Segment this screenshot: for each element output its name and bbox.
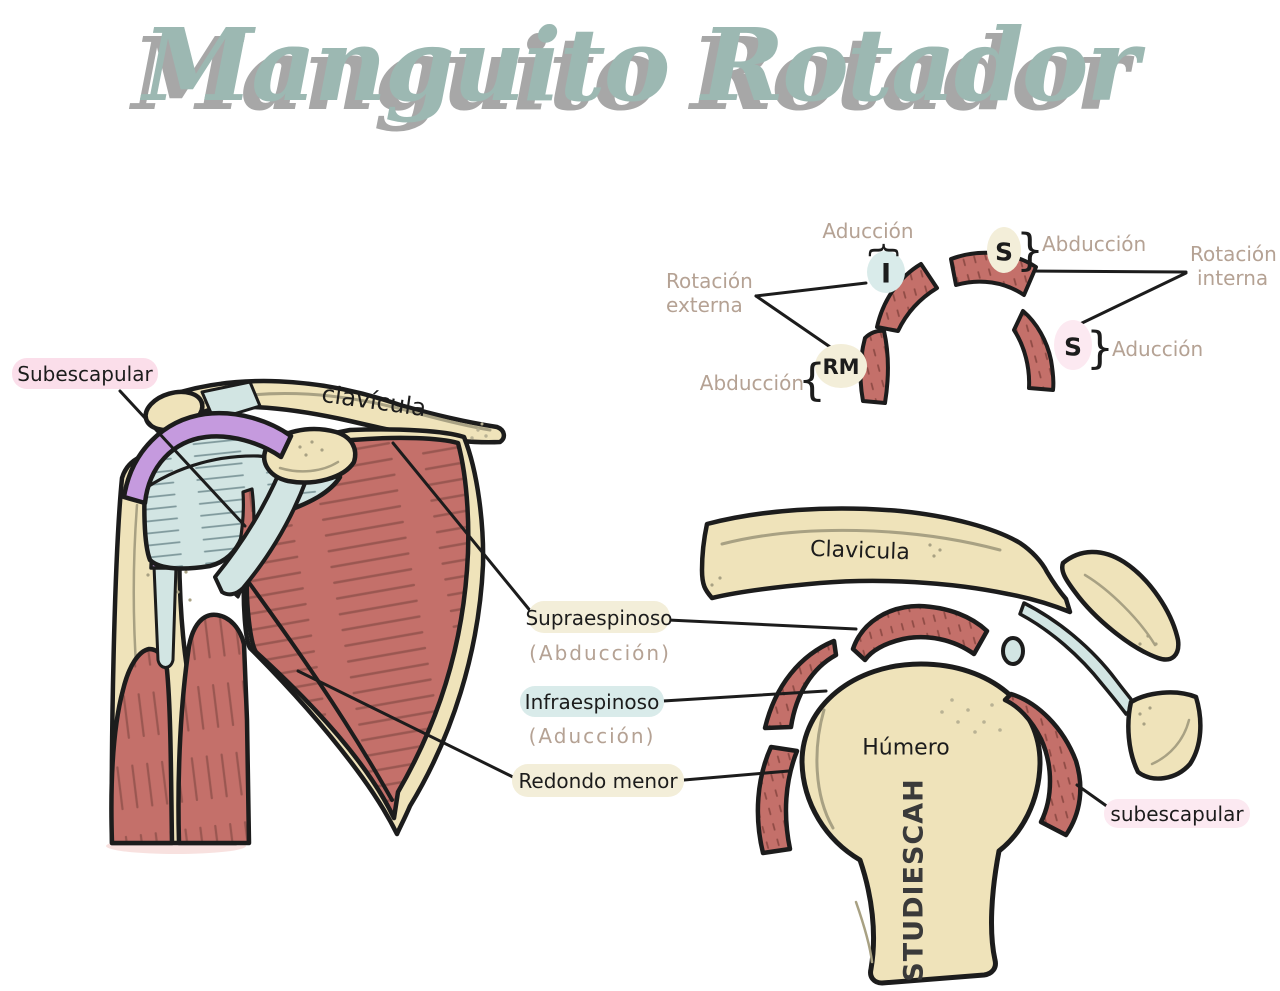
right-supraspinatus-muscle	[850, 603, 990, 663]
brace-up-icon: {	[866, 240, 904, 260]
right-coracoid-speckles	[1138, 706, 1152, 726]
left-biceps-tendon	[152, 564, 178, 669]
connector-supraespinoso-from-left	[391, 441, 534, 615]
label-rotacion-interna-1: Rotación	[1190, 242, 1277, 266]
pill-redondo-menor	[512, 764, 684, 797]
brand-watermark: STUDIESCAH	[899, 778, 930, 981]
pill-subescapular-left	[12, 358, 158, 389]
right-humerus-head-line	[815, 708, 835, 830]
left-coracoacromial-ligament	[121, 410, 294, 506]
line-externa-to-i	[754, 281, 868, 298]
pill-subescapular-right	[1104, 799, 1250, 828]
line-interna-to-s-right	[1078, 271, 1188, 326]
infraespinoso-label: Infraespinoso	[525, 690, 660, 714]
label-rotacion-externa-1: Rotación	[666, 269, 753, 293]
label-rotacion-externa-2: externa	[666, 293, 743, 317]
letter-s-right: S	[1064, 333, 1082, 362]
line-externa-to-rm	[754, 294, 838, 353]
infraespinoso-action-label: (Aducción)	[529, 724, 656, 748]
blob-s-right	[1054, 320, 1092, 370]
page-title: Manguito Rotador	[142, 6, 1140, 124]
right-clavicle-speckles	[710, 543, 942, 587]
connector-subescapular-right	[1075, 783, 1110, 809]
label-aduccion-right: Aducción	[1112, 337, 1203, 361]
right-subscapularis-muscle	[1002, 691, 1083, 838]
right-coracoid-inner-line	[1150, 718, 1191, 766]
connector-infraespinoso-to-right	[661, 689, 828, 703]
blob-s-top	[987, 227, 1021, 273]
label-abduccion-left: Abducción	[700, 371, 804, 395]
right-coracoid-bone	[1126, 690, 1203, 781]
left-biceps-long-head-muscle	[109, 646, 175, 846]
right-acromion-inner-line	[1083, 573, 1157, 647]
left-shoulder-diagram: clavícula	[106, 378, 507, 854]
label-rotacion-interna-2: interna	[1197, 266, 1268, 290]
redondo-menor-label: Redondo menor	[518, 769, 678, 793]
right-humerus-speckles	[940, 698, 1002, 734]
right-humero-label: Húmero	[862, 736, 949, 761]
left-clavicle-speckles	[470, 422, 488, 440]
left-coracoid-inner-line	[278, 460, 340, 473]
right-humerus-bone	[799, 661, 1043, 986]
label-aduccion-top: Aducción	[822, 219, 913, 243]
labels-layer: Subescapular Supraespinoso (Abducción) I…	[12, 358, 1250, 828]
right-clavicle-bone	[699, 506, 1073, 615]
letter-rm: RM	[822, 355, 859, 379]
subescapular-right-label: subescapular	[1110, 802, 1244, 826]
schematic-segment-s-right	[1012, 309, 1056, 392]
right-humerus-shaft-line	[854, 900, 874, 964]
line-interna-to-s-top	[1024, 269, 1188, 274]
pill-supraespinoso	[528, 601, 670, 633]
right-clavicula-label: Clavicula	[810, 537, 911, 565]
right-bursa	[1001, 636, 1025, 666]
right-shoulder-diagram: Clavicula Húmero STUDIESCAH	[699, 506, 1203, 986]
rotator-cuff-schematic: I S S RM { } } { Aducción Abducción Rota…	[666, 219, 1277, 406]
right-infraspinatus-muscle	[762, 638, 839, 731]
supraespinoso-action-label: (Abducción)	[529, 641, 671, 665]
left-clavicle-cartilage-patch	[200, 380, 262, 422]
right-acromion-speckles	[1138, 634, 1158, 646]
brace-close-top-icon: }	[1016, 225, 1044, 276]
right-teres-minor-muscle	[755, 744, 800, 856]
label-abduccion-right: Abducción	[1042, 232, 1146, 256]
letter-s-top: S	[995, 238, 1013, 267]
letter-i: I	[881, 259, 891, 290]
connector-supraespinoso-to-right	[666, 618, 858, 631]
right-clavicle-inner-line	[720, 528, 1002, 552]
subescapular-left-label: Subescapular	[17, 362, 153, 386]
brace-close-bottom-icon: }	[1086, 323, 1114, 374]
blob-rm	[815, 344, 867, 388]
brace-open-icon: {	[798, 355, 826, 406]
connector-redondo-to-right	[682, 769, 791, 782]
left-biceps-short-head-muscle	[176, 612, 252, 846]
supraespinoso-label: Supraespinoso	[525, 606, 672, 630]
schematic-segment-i	[875, 262, 939, 333]
blob-i	[867, 251, 905, 293]
pill-infraespinoso	[520, 686, 664, 717]
connector-subescapular-left	[118, 389, 247, 528]
connector-redondo-from-left	[296, 669, 517, 780]
left-coracoid-speckles	[298, 440, 324, 457]
